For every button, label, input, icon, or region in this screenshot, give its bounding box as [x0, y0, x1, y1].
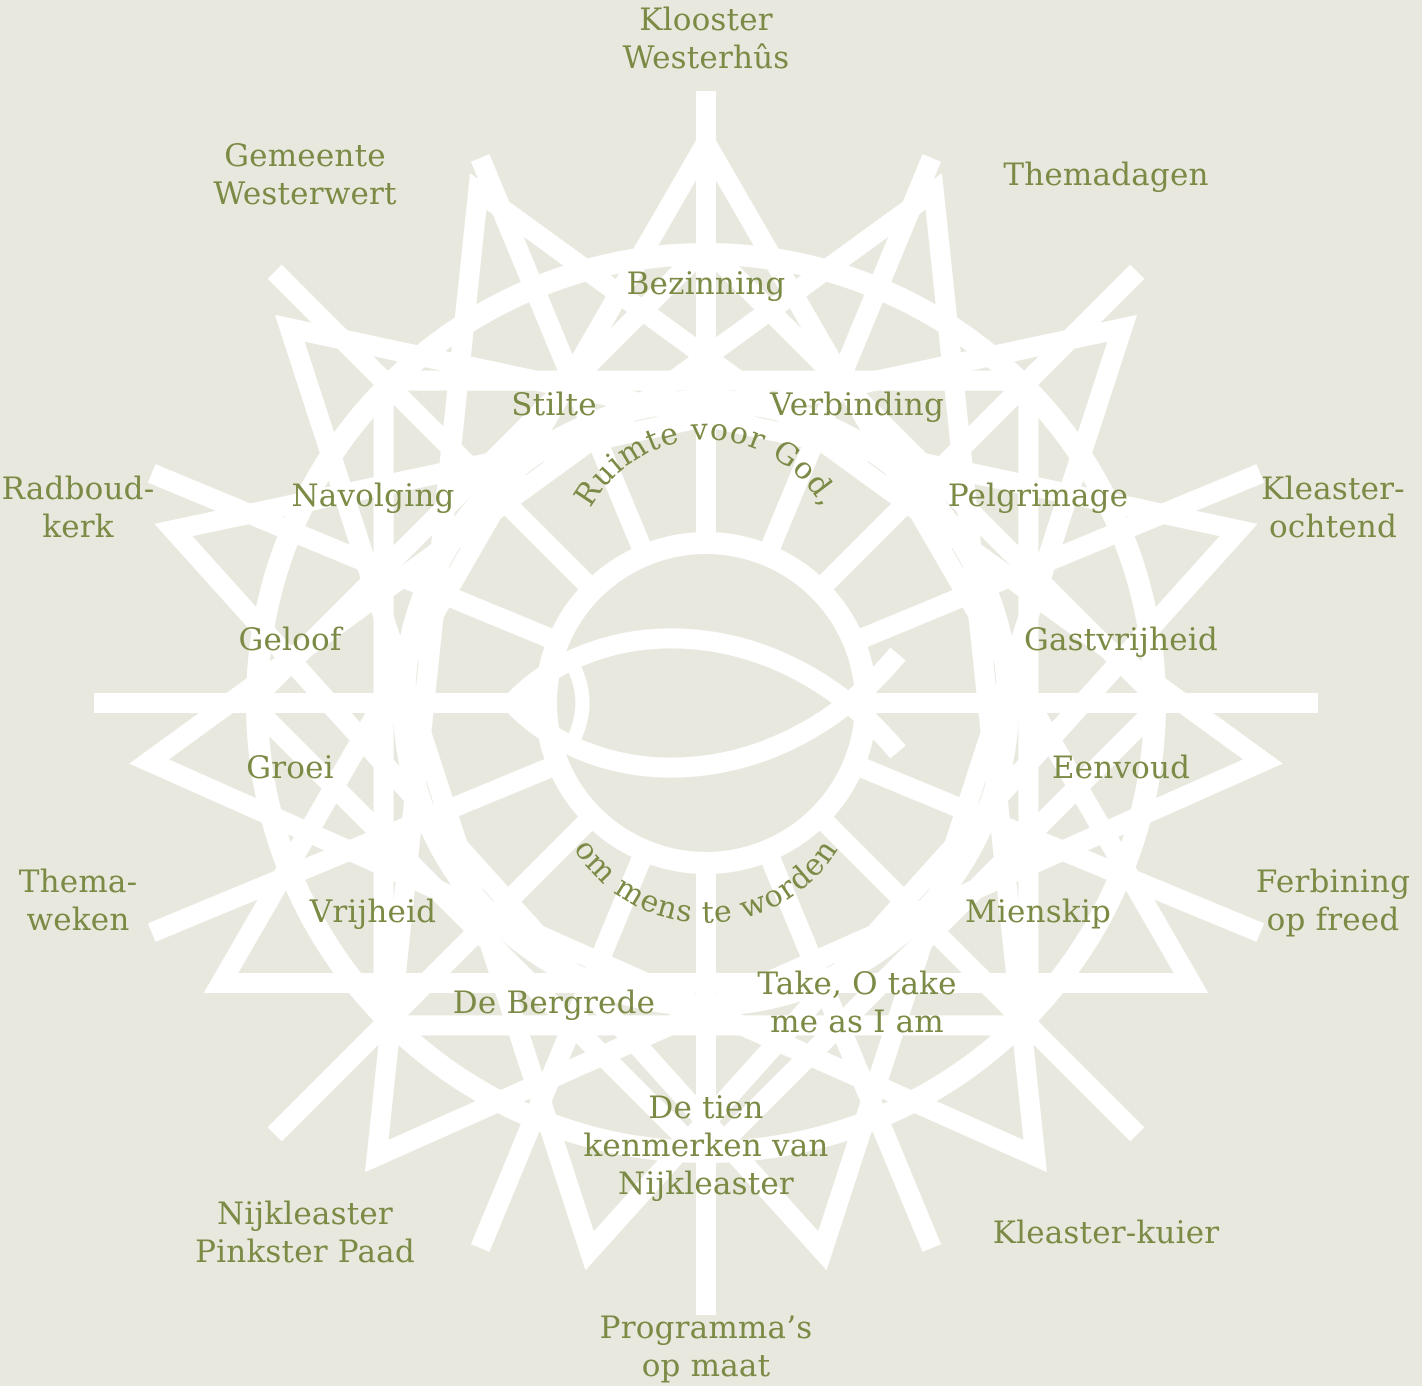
label-programmas-op-maat: Programma’s op maat: [600, 1309, 813, 1385]
label-stilte: Stilte: [511, 386, 597, 424]
label-nijkleaster-pinkster-paad: Nijkleaster Pinkster Paad: [195, 1195, 415, 1271]
label-thema-weken: Thema- weken: [19, 863, 138, 939]
fish-symbol: [512, 638, 898, 767]
label-kleaster-kuier: Kleaster-kuier: [993, 1214, 1220, 1252]
label-mienskip: Mienskip: [965, 893, 1111, 931]
label-vrijheid: Vrijheid: [310, 893, 436, 931]
label-gemeente-westerwert: Gemeente Westerwert: [213, 137, 396, 213]
label-geloof: Geloof: [238, 621, 341, 659]
label-gastvrijheid: Gastvrijheid: [1024, 621, 1218, 659]
label-klooster-westerhus: Klooster Westerhûs: [623, 1, 790, 77]
label-ferbining-op-freed: Ferbining op freed: [1256, 863, 1410, 939]
label-de-bergrede: De Bergrede: [453, 984, 655, 1022]
label-navolging: Navolging: [291, 477, 454, 515]
label-pelgrimage: Pelgrimage: [948, 477, 1128, 515]
label-bezinning: Bezinning: [627, 265, 786, 303]
label-kleaster-ochtend: Kleaster- ochtend: [1261, 470, 1405, 546]
label-verbinding: Verbinding: [770, 386, 944, 424]
label-radboud-kerk: Radboud- kerk: [2, 470, 155, 546]
inner-ring-circle: [546, 543, 866, 863]
label-themadagen: Themadagen: [1003, 156, 1208, 194]
label-groei: Groei: [246, 749, 334, 787]
label-de-tien-kenmerken: De tien kenmerken van Nijkleaster: [583, 1089, 828, 1203]
fish-eye: [570, 660, 583, 746]
label-take-o-take: Take, O take me as I am: [757, 965, 956, 1041]
label-eenvoud: Eenvoud: [1052, 749, 1190, 787]
